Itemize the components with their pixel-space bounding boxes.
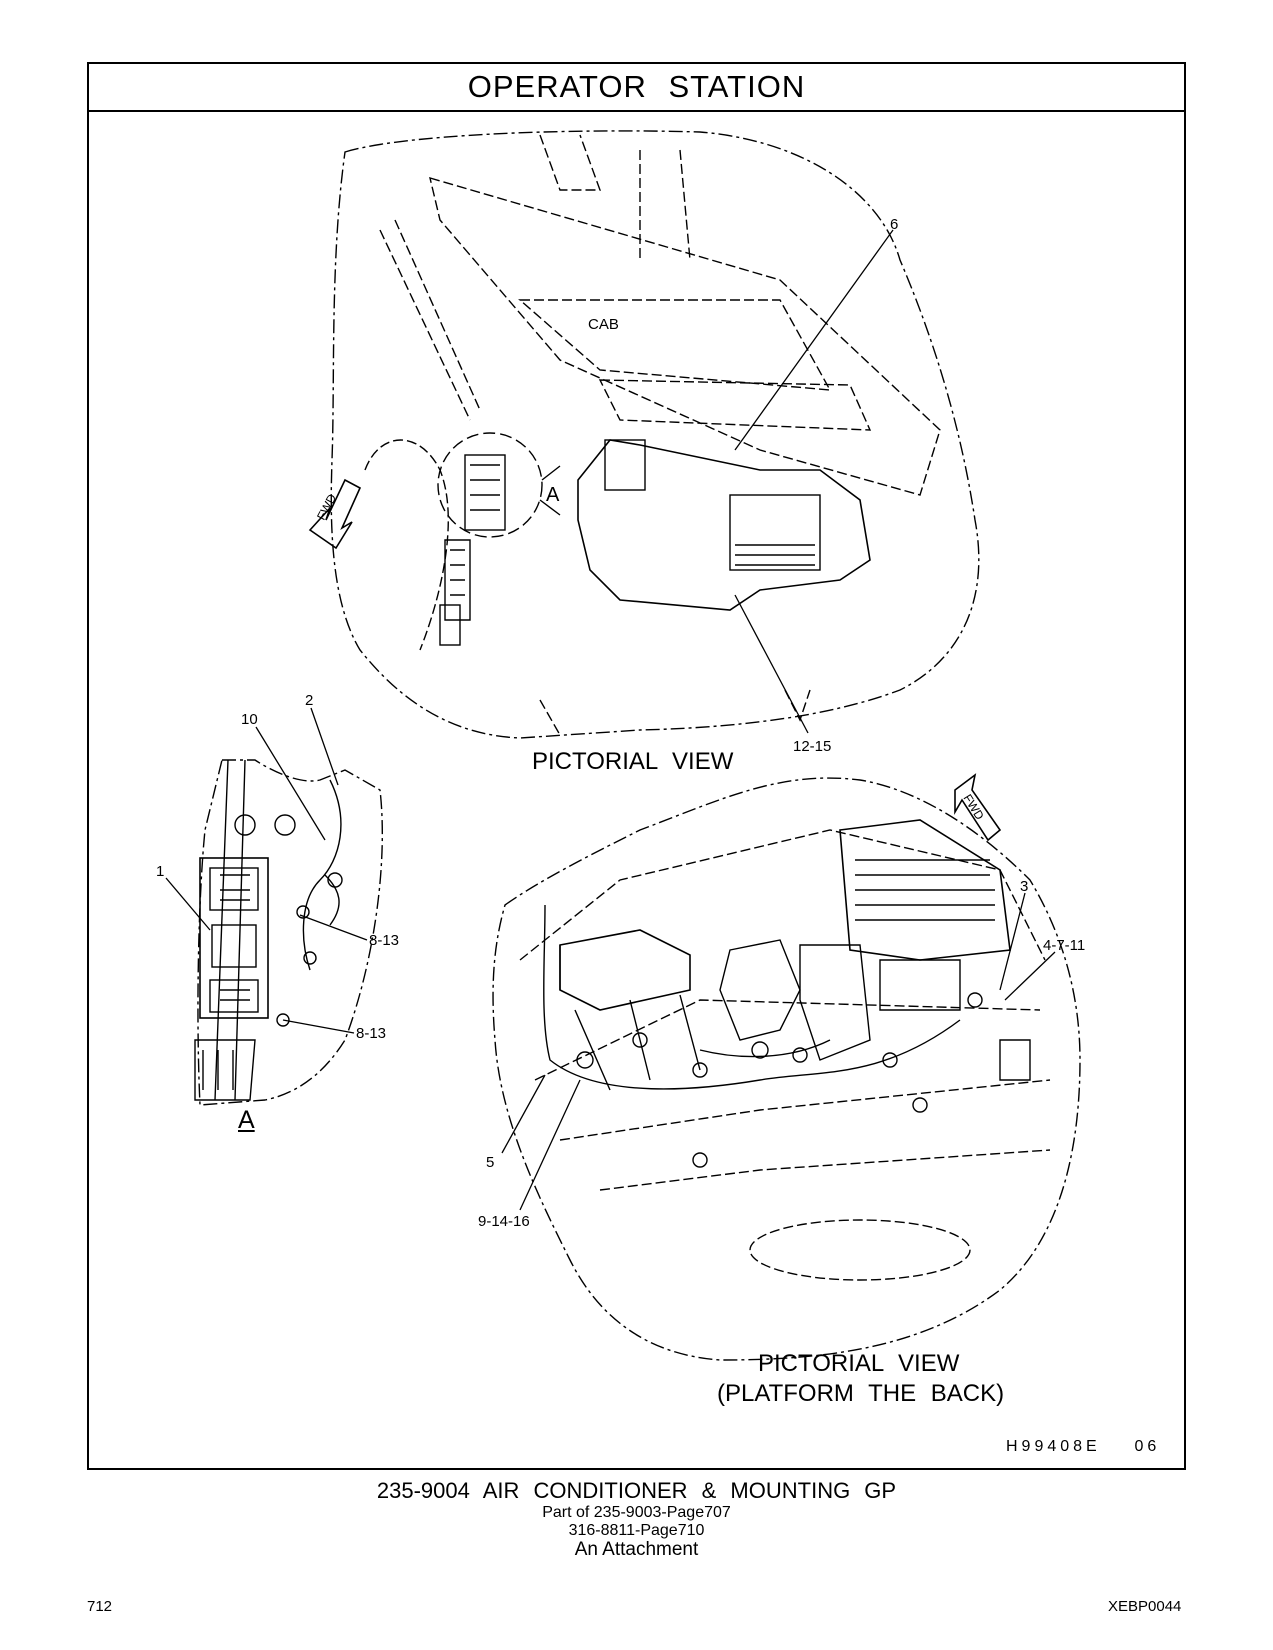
callout-6: 6 xyxy=(890,216,899,233)
callout-1: 1 xyxy=(156,863,165,880)
bottom-view-outline xyxy=(492,777,1081,1361)
callout-12-15: 12-15 xyxy=(793,738,832,755)
bottom-view-caption-1: PICTORIAL VIEW xyxy=(758,1350,960,1377)
harness-wire xyxy=(302,779,342,971)
callout-8-13-b: 8-13 xyxy=(356,1025,387,1042)
cab-label: CAB xyxy=(588,316,619,333)
part-of-line-2: 316-8811-Page710 xyxy=(568,1522,705,1539)
detail-a-circle xyxy=(437,432,543,538)
bottom-view-caption-2: (PLATFORM THE BACK) xyxy=(717,1380,1005,1407)
top-view-caption: PICTORIAL VIEW xyxy=(532,748,734,775)
attachment-note: An Attachment xyxy=(574,1539,699,1560)
callout-4-7-11: 4-7-11 xyxy=(1043,937,1086,954)
callout-8-13-a: 8-13 xyxy=(369,932,400,949)
document-id: XEBP0044 xyxy=(1108,1598,1182,1615)
page-number: 712 xyxy=(87,1598,113,1615)
detail-a-caption: A xyxy=(238,1106,255,1134)
fwd-arrow-top xyxy=(308,478,362,550)
callout-9-14-16: 9-14-16 xyxy=(478,1213,530,1230)
drawing-code: H99408E 06 xyxy=(1006,1438,1161,1455)
callout-3: 3 xyxy=(1020,878,1029,895)
detail-a-marker: A xyxy=(546,484,560,506)
top-view-outline xyxy=(330,130,980,739)
part-of-line-1: Part of 235-9003-Page707 xyxy=(542,1504,731,1521)
fwd-arrow-bottom xyxy=(954,773,1002,842)
diagram-frame: OPERATOR STATION xyxy=(87,62,1186,1470)
harness-bottom xyxy=(543,904,961,1090)
callout-2: 2 xyxy=(305,692,314,709)
leader-lines xyxy=(165,229,1056,1211)
page-title: OPERATOR STATION xyxy=(89,64,1184,112)
callout-10: 10 xyxy=(241,711,258,728)
ac-unit xyxy=(577,439,871,611)
cab-beam xyxy=(429,176,941,496)
group-title: 235-9004 AIR CONDITIONER & MOUNTING GP xyxy=(376,1478,897,1503)
callout-5: 5 xyxy=(486,1154,495,1171)
hvac-control-panel xyxy=(199,857,269,1019)
detail-a-outline xyxy=(197,759,383,1106)
